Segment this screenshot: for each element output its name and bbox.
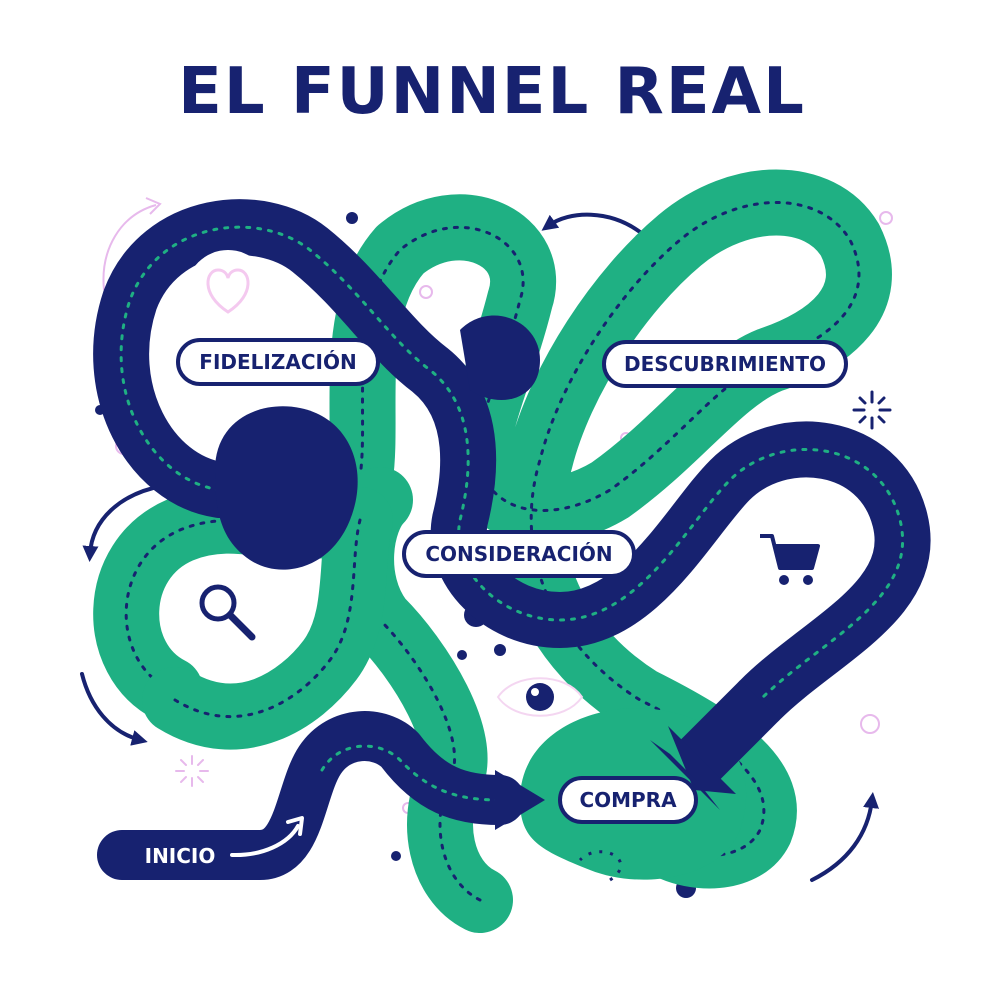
- label-text: DESCUBRIMIENTO: [624, 352, 826, 376]
- cycle-arrows: [80, 212, 880, 882]
- eye-icon: [496, 677, 584, 717]
- label-text: CONSIDERACIÓN: [425, 542, 612, 566]
- search-icon: [180, 564, 272, 656]
- stage-label-consideracion: CONSIDERACIÓN: [402, 530, 636, 578]
- label-text: FIDELIZACIÓN: [199, 350, 356, 374]
- stage-label-descubrimiento: DESCUBRIMIENTO: [602, 340, 848, 388]
- stage-label-inicio: INICIO: [145, 816, 304, 868]
- stage-label-fidelizacion: FIDELIZACIÓN: [176, 338, 380, 386]
- sparkle-icon: [852, 390, 892, 430]
- navy-path: [93, 199, 931, 880]
- label-text: INICIO: [145, 844, 216, 868]
- label-text: COMPRA: [579, 788, 677, 812]
- sparkle-icon: [175, 755, 209, 787]
- page-title: EL FUNNEL REAL: [178, 55, 806, 129]
- heart-icon: [186, 250, 270, 334]
- stage-label-compra: COMPRA: [558, 776, 698, 824]
- cart-icon: [744, 514, 836, 606]
